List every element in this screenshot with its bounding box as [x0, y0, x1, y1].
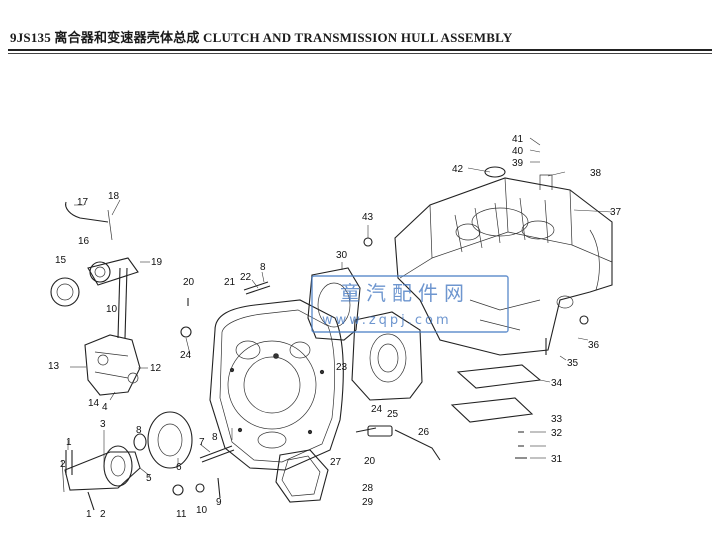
callout-36: 36 — [588, 340, 600, 351]
watermark: 童汽配件网 www.zqpj.com — [311, 275, 509, 333]
callout-8b: 8 — [212, 432, 218, 443]
title-rule — [8, 49, 712, 51]
callout-21: 21 — [224, 277, 236, 288]
leader-lines — [67, 137, 613, 477]
callout-7: 7 — [199, 437, 205, 448]
fasteners — [65, 166, 589, 511]
hose-17 — [65, 201, 113, 241]
callout-2a: 2 — [60, 459, 66, 470]
callout-43: 43 — [362, 212, 374, 223]
callout-2b: 2 — [100, 509, 106, 520]
callout-1a: 1 — [66, 437, 72, 448]
release-fork-bracket — [84, 267, 141, 396]
callout-27: 27 — [330, 457, 342, 468]
cover-plate-33 — [450, 397, 534, 423]
callout-15: 15 — [55, 255, 67, 266]
page-title: 9JS135 离合器和变速器壳体总成 CLUTCH AND TRANSMISSI… — [10, 30, 513, 45]
title-rule-secondary — [8, 53, 712, 54]
flange-seal-6 — [147, 411, 193, 469]
callout-25: 25 — [387, 409, 399, 420]
callout-11: 11 — [176, 509, 187, 520]
callout-17: 17 — [77, 197, 89, 208]
callout-32: 32 — [551, 428, 563, 439]
transmission-housing — [394, 174, 613, 356]
callout-9: 9 — [216, 497, 222, 508]
callout-22: 22 — [240, 272, 252, 283]
callout-19: 19 — [151, 257, 163, 268]
callout-8a: 8 — [136, 425, 142, 436]
callout-33: 33 — [551, 414, 563, 425]
callout-34: 34 — [551, 378, 563, 389]
seal-15 — [50, 277, 80, 307]
clutch-housing — [209, 299, 344, 471]
callout-35: 35 — [567, 358, 579, 369]
callout-29: 29 — [362, 497, 374, 508]
callout-28: 28 — [362, 483, 374, 494]
washer-8 — [133, 433, 147, 451]
gasket-28 — [275, 449, 329, 503]
callout-5: 5 — [146, 473, 152, 484]
callout-30: 30 — [336, 250, 348, 261]
watermark-box — [311, 275, 509, 333]
callout-1b: 1 — [86, 509, 92, 520]
callout-13: 13 — [48, 361, 60, 372]
cover-plate-34 — [456, 364, 542, 389]
cylinder-19 — [87, 257, 139, 286]
callout-26: 26 — [418, 427, 430, 438]
callout-3: 3 — [100, 419, 106, 430]
callout-14: 14 — [88, 398, 100, 409]
title-bar: 9JS135 离合器和变速器壳体总成 CLUTCH AND TRANSMISSI… — [8, 20, 712, 54]
cover-plate-23 — [351, 311, 423, 401]
input-shaft — [61, 445, 141, 493]
callout-24b: 24 — [371, 404, 383, 415]
callout-16: 16 — [78, 236, 90, 247]
callout-38: 38 — [590, 168, 602, 179]
callout-18: 18 — [108, 191, 120, 202]
watermark-url: www.zqpj.com — [322, 313, 452, 328]
watermark-text: 童汽配件网 — [340, 281, 470, 305]
callout-42: 42 — [452, 164, 464, 175]
callout-labels: 1 1 2 2 3 4 5 6 7 8 8 8 9 10 10 11 12 13… — [48, 134, 622, 520]
callout-10a: 10 — [106, 304, 118, 315]
callout-12: 12 — [150, 363, 162, 374]
callout-39: 39 — [512, 158, 524, 169]
callout-31: 31 — [551, 454, 563, 465]
callout-41: 41 — [512, 134, 524, 145]
callout-10b: 10 — [196, 505, 208, 516]
callout-37: 37 — [610, 207, 622, 218]
callout-8c: 8 — [260, 262, 266, 273]
callout-40: 40 — [512, 146, 524, 157]
callout-20b: 20 — [364, 456, 376, 467]
callout-20a: 20 — [183, 277, 195, 288]
callout-4: 4 — [102, 402, 108, 413]
gasket-30 — [307, 267, 361, 341]
callout-23: 23 — [336, 362, 348, 373]
callout-24a: 24 — [180, 350, 192, 361]
callout-6: 6 — [176, 462, 182, 473]
